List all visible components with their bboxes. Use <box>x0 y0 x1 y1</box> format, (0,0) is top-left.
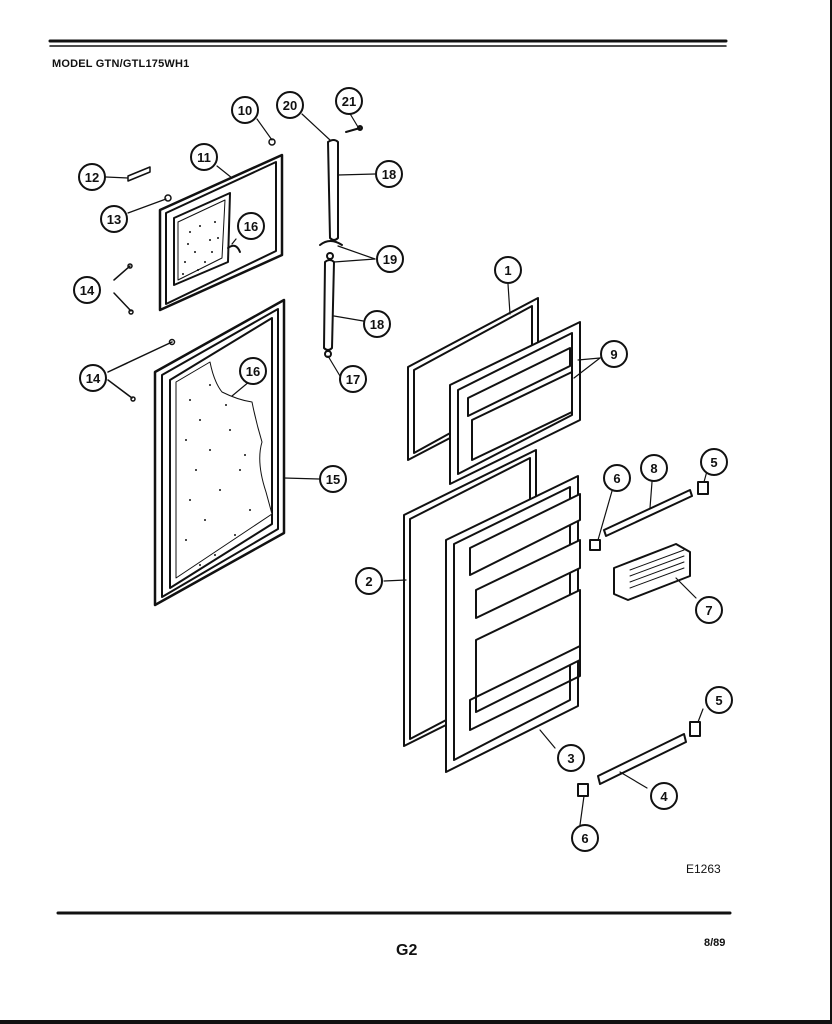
callout-circle <box>231 96 259 124</box>
callout-circle <box>319 465 347 493</box>
callout-number: 4 <box>660 789 668 804</box>
insulation-texture <box>182 221 219 275</box>
callout-circle <box>78 163 106 191</box>
callout-number: 20 <box>283 98 297 113</box>
callout-number: 6 <box>581 831 588 846</box>
callout-number: 11 <box>197 150 211 165</box>
callout-circle <box>603 464 631 492</box>
fresh-food-door-liner <box>445 475 581 773</box>
callout-number: 21 <box>342 94 356 109</box>
callout-circle <box>190 143 218 171</box>
drawing-code: E1263 <box>686 862 721 876</box>
callout-circle <box>335 87 363 115</box>
callout-number: 17 <box>346 372 360 387</box>
callout-circle <box>73 276 101 304</box>
shelf-rails <box>577 481 709 797</box>
callout-circle <box>571 824 599 852</box>
callout-circle <box>363 310 391 338</box>
callout-circle <box>557 744 585 772</box>
callout-circle <box>355 567 383 595</box>
insulation-texture-lower <box>185 384 251 566</box>
callout-number: 18 <box>382 167 396 182</box>
callout-number: 8 <box>650 461 657 476</box>
page-number: G2 <box>396 942 418 959</box>
callout-number: 2 <box>365 574 372 589</box>
callout-number: 14 <box>86 371 101 386</box>
callout-number: 19 <box>383 252 397 267</box>
callout-circle <box>375 160 403 188</box>
hinge-assembly <box>319 125 363 358</box>
butter-compartment <box>613 543 691 601</box>
callout-circle <box>376 245 404 273</box>
callout-circle <box>100 205 128 233</box>
header-rules <box>48 39 732 915</box>
callout-number: 3 <box>567 751 574 766</box>
callout-circle <box>494 256 522 284</box>
callout-number: 14 <box>80 283 95 298</box>
callout-circle <box>79 364 107 392</box>
callout-number: 13 <box>107 212 121 227</box>
callout-number: 16 <box>244 219 258 234</box>
callout-bubbles <box>73 87 733 852</box>
leader-lines <box>105 111 708 826</box>
callout-circle <box>640 454 668 482</box>
callout-number: 9 <box>610 347 617 362</box>
callout-circle <box>650 782 678 810</box>
callout-number: 6 <box>613 471 620 486</box>
revision-date: 8/89 <box>704 937 726 949</box>
freezer-door-liner <box>449 321 581 485</box>
callout-circle <box>695 596 723 624</box>
callout-circle <box>705 686 733 714</box>
callout-circle <box>237 212 265 240</box>
callout-circle <box>276 91 304 119</box>
page-right-border <box>830 0 832 1024</box>
callout-number: 16 <box>246 364 260 379</box>
callout-number: 18 <box>370 317 384 332</box>
callout-number: 5 <box>715 693 722 708</box>
callout-circle <box>700 448 728 476</box>
callout-number: 5 <box>710 455 717 470</box>
callout-number: 12 <box>85 170 99 185</box>
model-number: MODEL GTN/GTL175WH1 <box>52 58 190 70</box>
small-fasteners-left <box>107 138 276 402</box>
callout-circle <box>239 357 267 385</box>
callout-circle <box>600 340 628 368</box>
callout-number: 1 <box>504 263 511 278</box>
callout-number: 15 <box>326 472 340 487</box>
callout-numbers: 10 20 21 12 11 13 16 18 19 14 1 9 18 14 … <box>80 94 723 846</box>
callout-number: 10 <box>238 103 252 118</box>
fresh-food-door-panel <box>153 298 286 607</box>
callout-number: 7 <box>705 603 712 618</box>
callout-circle <box>339 365 367 393</box>
page-bottom-border <box>0 1020 832 1024</box>
freezer-door-panel <box>158 153 284 312</box>
